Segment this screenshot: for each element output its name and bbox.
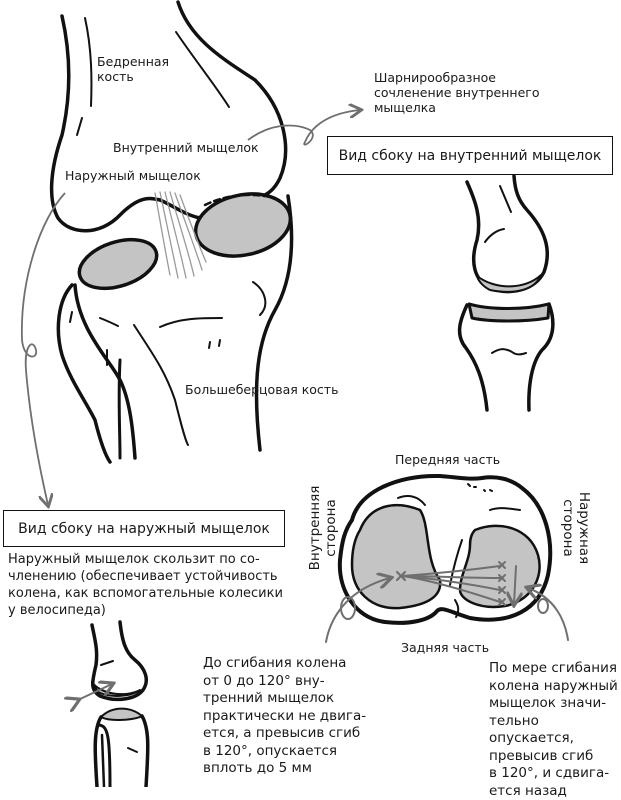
medial-side-label: Внутренняя сторона bbox=[307, 485, 339, 571]
lateral-meniscus bbox=[77, 237, 159, 291]
front-label: Передняя часть bbox=[395, 452, 501, 467]
tibial-plateau-top-view bbox=[337, 473, 553, 625]
arrow-to-lateral-view bbox=[21, 192, 66, 505]
lateral-side-view-drawing bbox=[90, 620, 150, 787]
medial-view-title: Вид сбоку на внутренний мыщелок bbox=[338, 147, 602, 164]
medial-view-title-box: Вид сбоку на внутренний мыщелок bbox=[327, 136, 613, 175]
tibia-label: Большеберцовая кость bbox=[185, 382, 339, 397]
femur-label: Бедренная кость bbox=[97, 54, 170, 84]
medial-condyle-label: Внутренний мыщелок bbox=[113, 140, 259, 155]
tibia-drawing bbox=[56, 194, 294, 464]
medial-side-view-drawing bbox=[457, 174, 555, 412]
lateral-condyle-label: Наружный мыщелок bbox=[65, 168, 201, 183]
hinge-joint-note: Шарнирообразное сочленение внутреннего м… bbox=[374, 70, 540, 115]
condyle-motion-lines bbox=[325, 561, 569, 643]
femur-drawing bbox=[49, 0, 288, 233]
lateral-motion-note: По мере сгибания колена наружный мыщелок… bbox=[489, 660, 618, 799]
lateral-view-title-box: Вид сбоку на наружный мыщелок bbox=[3, 510, 285, 547]
back-label: Задняя часть bbox=[401, 640, 490, 655]
main-knee-drawing bbox=[49, 0, 294, 464]
medial-motion-note: До сгибания колена от 0 до 120° вну- тре… bbox=[203, 655, 367, 776]
lateral-view-title: Вид сбоку на наружный мыщелок bbox=[18, 520, 270, 537]
arrow-to-medial-view bbox=[247, 110, 360, 146]
lateral-view-description: Наружный мыщелок скользит по со- членени… bbox=[8, 552, 283, 618]
cruciate-ligament bbox=[154, 191, 207, 279]
lateral-side-label: Наружная сторона bbox=[560, 491, 592, 565]
lateral-glide-arrow bbox=[78, 684, 112, 700]
medial-meniscus bbox=[193, 192, 293, 258]
